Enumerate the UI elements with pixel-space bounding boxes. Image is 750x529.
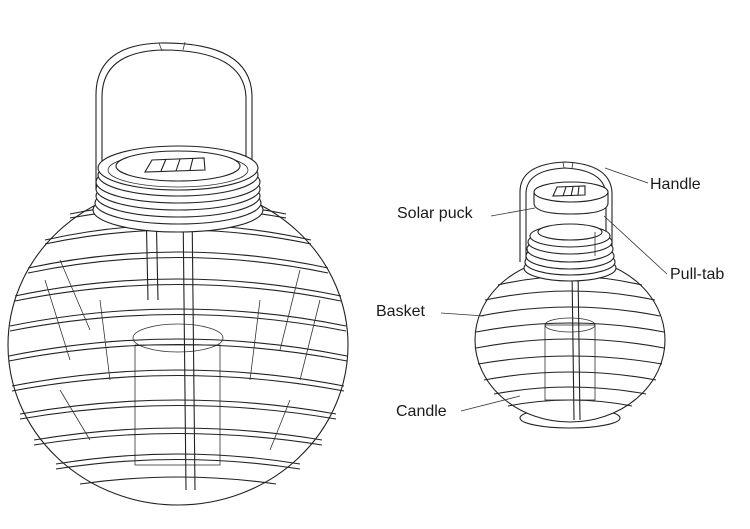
small-lantern xyxy=(440,161,668,429)
small-solar-puck xyxy=(533,181,609,215)
large-lantern xyxy=(7,41,349,506)
large-basket xyxy=(7,184,349,506)
leader-lines xyxy=(440,167,668,412)
label-handle: Handle xyxy=(650,176,701,193)
solar-panel-icon xyxy=(144,157,206,173)
small-basket xyxy=(474,257,666,429)
large-solar-puck xyxy=(97,145,259,191)
large-handle xyxy=(95,41,253,190)
small-handle xyxy=(519,161,613,262)
label-basket: Basket xyxy=(376,303,425,320)
small-neck xyxy=(523,223,617,282)
label-candle: Candle xyxy=(396,403,447,420)
label-solar-puck: Solar puck xyxy=(397,205,473,222)
small-solar-panel-icon xyxy=(552,185,586,197)
label-pull-tab: Pull-tab xyxy=(670,266,725,283)
